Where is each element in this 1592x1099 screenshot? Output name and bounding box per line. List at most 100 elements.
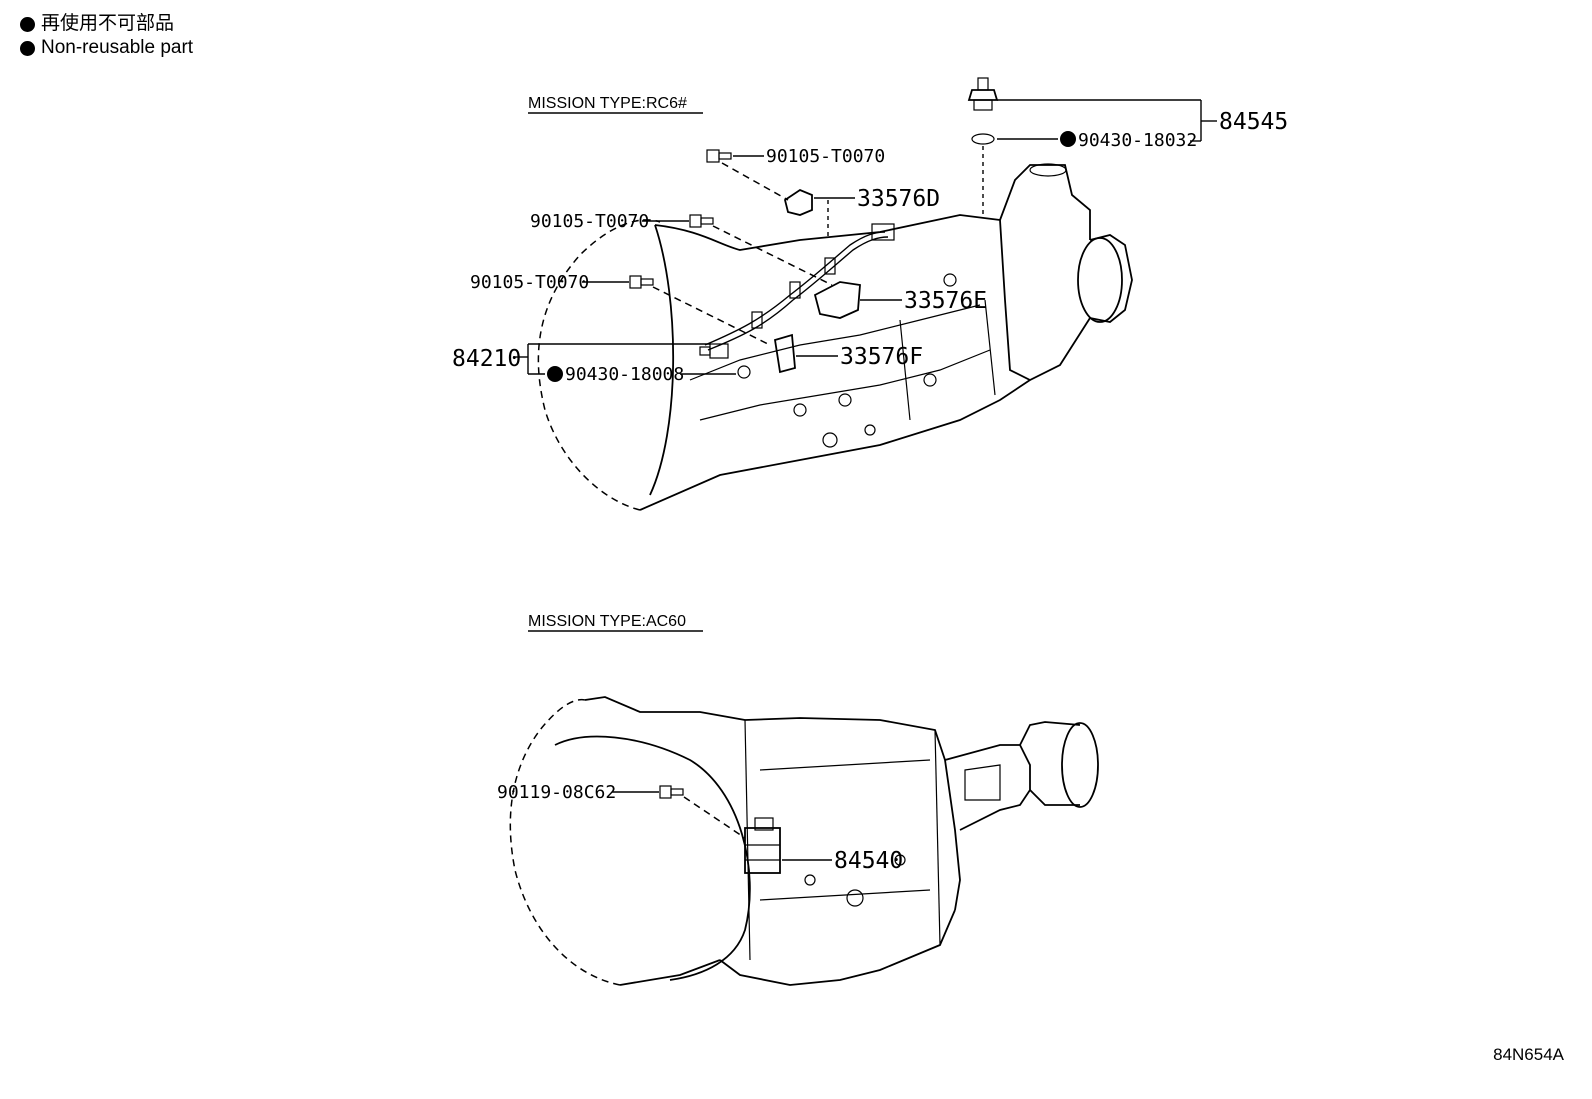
automatic-transmission-illustration (509, 696, 1099, 986)
legend-text-jp: 再使用不可部品 (41, 13, 175, 34)
non-reusable-dot-icon (547, 366, 563, 382)
lower-section: MISSION TYPE:AC60 (497, 613, 1099, 986)
bolt-c-illustration (629, 275, 654, 289)
bolt-head (629, 275, 642, 289)
case-front-seam (744, 719, 751, 961)
wire-harness (704, 231, 886, 346)
rear-case-edge (999, 219, 1091, 382)
upper-section: MISSION TYPE:RC6# (452, 77, 1288, 511)
part-label-33576d: 33576D (857, 186, 940, 212)
bolt-head (659, 785, 672, 799)
legend-row-en: Non-reusable part (20, 36, 193, 60)
extension-detail (964, 764, 1001, 801)
part-label-90430-18032: 90430-18032 (1078, 130, 1197, 151)
part-label-90119-08c62: 90119-08C62 (497, 782, 616, 803)
switch-84540-illustration (744, 817, 781, 874)
bolt-c-install-path (652, 286, 771, 346)
bracket-33576f-illustration (773, 333, 796, 374)
part-label-84545: 84545 (1219, 109, 1288, 135)
section-title-ac60: MISSION TYPE:AC60 (528, 613, 686, 630)
sensor-84210-illustration (699, 343, 751, 379)
non-reusable-dot-icon (20, 40, 35, 56)
bolt-head (689, 214, 702, 228)
switch-connector (754, 817, 774, 831)
sensor-gasket (737, 365, 751, 379)
case-top-edge (654, 214, 1001, 251)
bolt-a-install-path (721, 162, 789, 201)
bolt-shank (670, 788, 684, 796)
bolt-shank (700, 217, 714, 225)
case-seam-2 (984, 299, 996, 396)
bracket-33576e-illustration (813, 281, 861, 319)
non-reusable-dot-icon (20, 16, 35, 32)
switch-thread (973, 99, 993, 111)
case-boss (923, 373, 937, 387)
legend-text-en: Non-reusable part (41, 37, 194, 58)
switch-84545-illustration (967, 77, 999, 215)
case-boss (846, 889, 864, 907)
extension-opening (1029, 163, 1067, 177)
wire-harness-2 (707, 236, 889, 351)
case-boss (822, 432, 838, 448)
bell-top-edge (584, 696, 746, 721)
case-rib-2 (699, 349, 991, 421)
case-outline-bottom (719, 909, 956, 986)
case-bottom-edge (639, 379, 1031, 511)
section-title-rc6: MISSION TYPE:RC6# (528, 95, 687, 112)
case-rib (759, 759, 931, 771)
output-flange (1077, 237, 1123, 323)
legend-row-jp: 再使用不可部品 (20, 12, 193, 36)
switch-hex (967, 89, 999, 101)
bolt-b-install-path (712, 225, 833, 286)
case-boss (894, 854, 906, 866)
case-boss (804, 874, 816, 886)
part-label-33576e: 33576E (904, 288, 987, 314)
case-rear-seam (934, 729, 941, 946)
part-label-90105-t0070-c: 90105-T0070 (470, 272, 589, 293)
figure-code: 84N654A (1493, 1045, 1564, 1064)
part-label-90105-t0070-b: 90105-T0070 (530, 211, 649, 232)
switch-body (744, 827, 781, 874)
non-reusable-dot-icon (1060, 131, 1076, 147)
output-flange-top (1019, 721, 1081, 746)
bolt-a-illustration (706, 149, 732, 163)
bell-housing-outline (509, 698, 621, 986)
bell-face-edge (649, 224, 675, 496)
manual-transmission-illustration (537, 163, 1133, 511)
case-rib (759, 889, 931, 901)
extension-housing (944, 744, 1031, 831)
part-label-84210: 84210 (452, 346, 521, 372)
bolt-shank (640, 278, 654, 286)
bracket-33576d-illustration (783, 188, 813, 216)
case-rib-1 (689, 304, 981, 381)
part-label-90105-t0070-a: 90105-T0070 (766, 146, 885, 167)
bell-bottom (619, 959, 721, 986)
harness-clip (751, 311, 763, 329)
case-seam (899, 319, 911, 421)
output-flange-bottom (1029, 789, 1080, 806)
harness-clip (789, 281, 801, 299)
legend: 再使用不可部品 Non-reusable part (20, 12, 193, 60)
bolt-b-illustration (689, 214, 714, 228)
part-label-33576f: 33576F (840, 344, 923, 370)
extension-housing (999, 164, 1091, 240)
harness-connector (871, 223, 895, 241)
bolt-shank (718, 152, 732, 160)
case-boss (838, 393, 852, 407)
harness-clip (824, 257, 836, 275)
bolt-90119-install-path (683, 796, 746, 839)
gasket-ring (971, 133, 995, 145)
tail-flange (1089, 234, 1133, 323)
part-label-90430-18008: 90430-18008 (565, 364, 684, 385)
bolt-head (706, 149, 720, 163)
case-boss (943, 273, 957, 287)
bolt-90119-illustration (659, 785, 684, 799)
switch-terminal (977, 77, 989, 91)
part-label-84540: 84540 (834, 848, 903, 874)
bell-face-ring (554, 735, 751, 981)
output-flange (1061, 722, 1099, 808)
case-boss (864, 424, 876, 436)
sensor-tip (699, 346, 711, 356)
case-boss (793, 403, 807, 417)
